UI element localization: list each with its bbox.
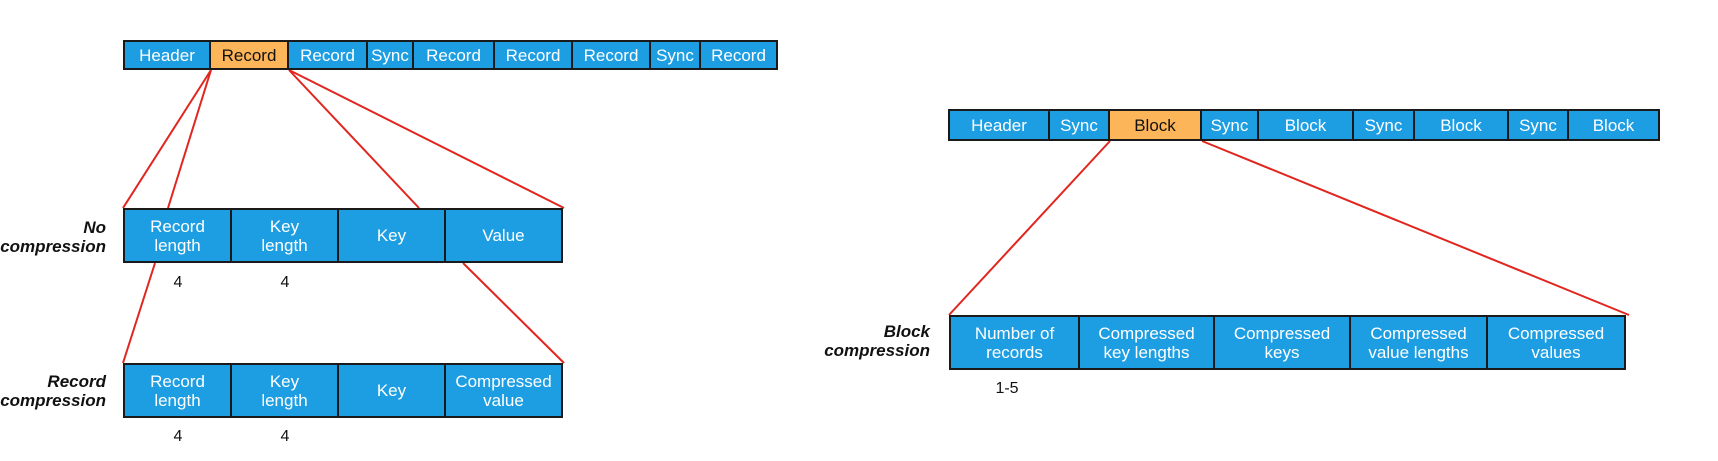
compressed-key-lengths-cell: Compressed key lengths	[1078, 315, 1215, 370]
compressed-value-cell: Compressed value	[444, 363, 563, 418]
connector-line	[462, 262, 565, 364]
connector-line	[1201, 140, 1630, 316]
sync-cell: Sync	[366, 40, 414, 70]
sync-cell: Sync	[1200, 109, 1259, 141]
key-length-cell: Key length	[230, 363, 339, 418]
key-length-size: 4	[280, 428, 290, 445]
key-cell: Key	[337, 363, 446, 418]
block-cell: Block	[1567, 109, 1660, 141]
number-of-records-cell: Number of records	[949, 315, 1080, 370]
highlighted-block-cell: Block	[1108, 109, 1202, 141]
block-cell: Block	[1257, 109, 1354, 141]
record-cell: Record	[699, 40, 778, 70]
sync-cell: Sync	[1507, 109, 1569, 141]
header-cell: Header	[948, 109, 1050, 141]
record-compression-label: Record compression	[0, 372, 106, 410]
record-cell: Record	[571, 40, 651, 70]
connector-line	[948, 140, 1111, 316]
record-length-size: 4	[173, 274, 183, 291]
block-compression-row: Number of records Compressed key lengths…	[949, 315, 1626, 370]
sync-cell: Sync	[1352, 109, 1415, 141]
header-cell: Header	[123, 40, 211, 70]
compressed-values-cell: Compressed values	[1486, 315, 1626, 370]
value-cell: Value	[444, 208, 563, 263]
record-compression-row: Record length Key length Key Compressed …	[123, 363, 563, 418]
record-length-cell: Record length	[123, 363, 232, 418]
key-length-size: 4	[280, 274, 290, 291]
block-cell: Block	[1413, 109, 1509, 141]
no-compression-row: Record length Key length Key Value	[123, 208, 563, 263]
number-of-records-size: 1-5	[995, 380, 1019, 397]
sync-cell: Sync	[1048, 109, 1110, 141]
record-cell: Record	[287, 40, 368, 70]
record-cell: Record	[412, 40, 495, 70]
connector-line	[288, 69, 420, 209]
connector-line	[122, 69, 212, 209]
compressed-value-lengths-cell: Compressed value lengths	[1349, 315, 1488, 370]
record-length-size: 4	[173, 428, 183, 445]
sync-cell: Sync	[649, 40, 701, 70]
highlighted-record-cell: Record	[209, 40, 289, 70]
block-file-top-row: Header Sync Block Sync Block Sync Block …	[948, 109, 1660, 141]
key-length-cell: Key length	[230, 208, 339, 263]
block-compression-label: Block compression	[824, 322, 930, 360]
record-cell: Record	[493, 40, 573, 70]
connector-line	[288, 69, 565, 209]
connector-line	[122, 262, 156, 364]
key-cell: Key	[337, 208, 446, 263]
no-compression-label: No compression	[0, 218, 106, 256]
connector-line	[167, 69, 212, 209]
record-length-cell: Record length	[123, 208, 232, 263]
compressed-keys-cell: Compressed keys	[1213, 315, 1351, 370]
record-file-top-row: Header Record Record Sync Record Record …	[123, 40, 778, 70]
